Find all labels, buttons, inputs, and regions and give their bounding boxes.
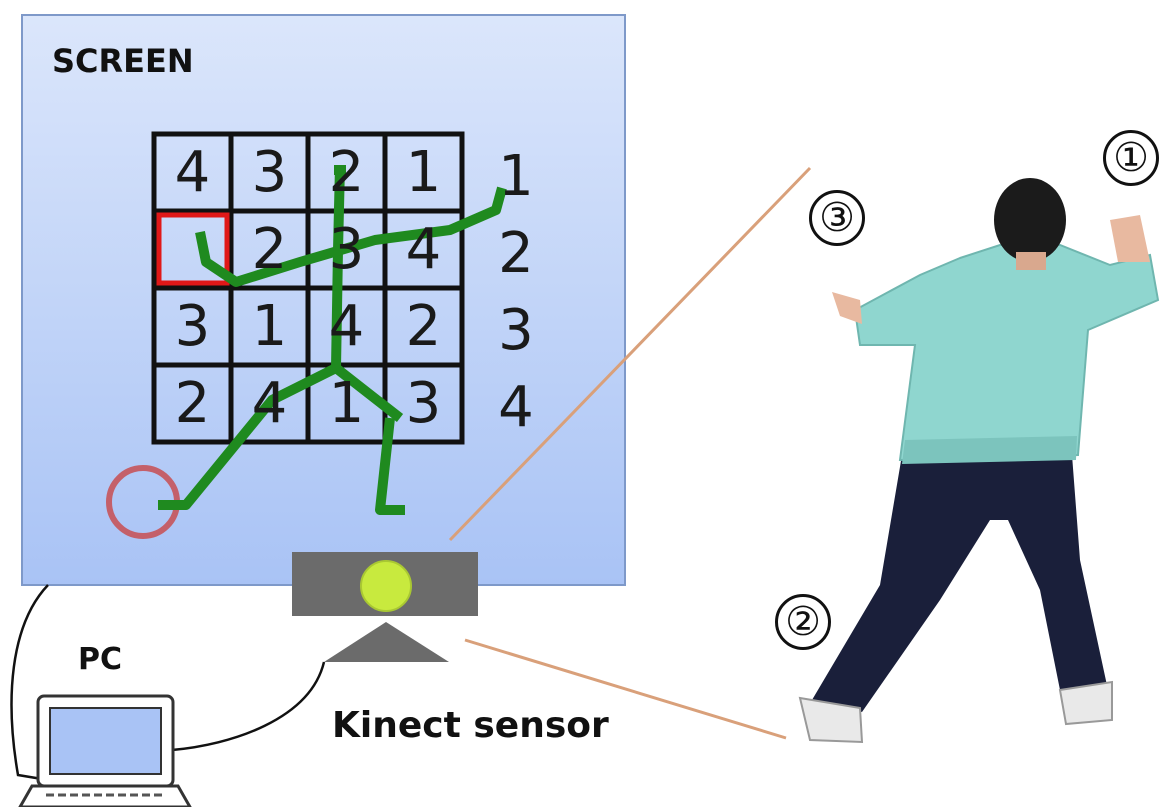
grid-cell: 3 bbox=[328, 216, 365, 282]
step-marker-2: ② bbox=[775, 594, 831, 650]
row-number: 3 bbox=[498, 298, 534, 363]
grid-cell: 2 bbox=[174, 370, 211, 436]
field-of-view-lower bbox=[464, 638, 787, 740]
skeleton-overlay bbox=[158, 165, 507, 515]
step-marker-3: ③ bbox=[809, 190, 865, 246]
grid-cell: 4 bbox=[405, 216, 442, 282]
puzzle-grid bbox=[151, 131, 465, 445]
row-number: 4 bbox=[498, 375, 534, 440]
screen-cable bbox=[10, 584, 49, 782]
grid-cell: 2 bbox=[405, 293, 442, 359]
grid-cell: 4 bbox=[174, 139, 211, 205]
grid-cell: 1 bbox=[405, 139, 442, 205]
kinect-sensor-stand bbox=[324, 622, 449, 662]
row-number: 1 bbox=[498, 144, 534, 209]
screen-panel bbox=[21, 14, 626, 586]
sensor-cable bbox=[171, 661, 326, 752]
row-number: 2 bbox=[498, 221, 534, 286]
screen-title: SCREEN bbox=[52, 42, 194, 80]
selected-cell-highlight bbox=[156, 212, 230, 286]
step-marker-1: ① bbox=[1103, 130, 1159, 186]
grid-cell: 3 bbox=[251, 139, 288, 205]
grid-cell-empty bbox=[154, 211, 231, 288]
grid-cell: 2 bbox=[251, 216, 288, 282]
laptop-icon bbox=[18, 694, 192, 807]
grid-cell: 2 bbox=[328, 139, 365, 205]
grid-cell: 4 bbox=[251, 370, 288, 436]
grid-cell: 3 bbox=[405, 370, 442, 436]
kinect-sensor-label: Kinect sensor bbox=[332, 705, 609, 746]
field-of-view-upper bbox=[448, 166, 812, 542]
kinect-sensor-lens bbox=[360, 560, 412, 612]
grid-cell: 1 bbox=[251, 293, 288, 359]
grid-cell: 1 bbox=[328, 370, 365, 436]
pc-label: PC bbox=[78, 642, 123, 677]
grid-cell: 4 bbox=[328, 293, 365, 359]
user-figure bbox=[798, 178, 1160, 744]
grid-cell: 3 bbox=[174, 293, 211, 359]
